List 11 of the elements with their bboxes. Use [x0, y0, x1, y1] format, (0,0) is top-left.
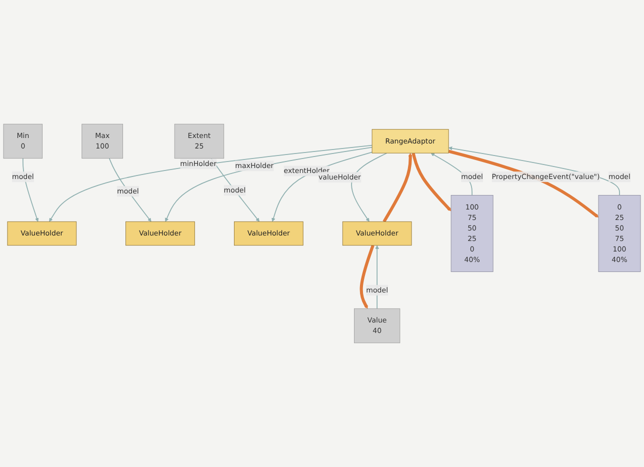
- arrow: [22, 158, 39, 222]
- arrow: [165, 146, 372, 222]
- arrow: [360, 244, 374, 309]
- arrow: [108, 158, 152, 222]
- arrow: [430, 152, 472, 196]
- arrow: [382, 152, 412, 222]
- arrow: [412, 152, 452, 212]
- arrow: [272, 152, 372, 222]
- arrow: [448, 150, 599, 218]
- arrow: [375, 245, 380, 310]
- arrow: [49, 144, 372, 222]
